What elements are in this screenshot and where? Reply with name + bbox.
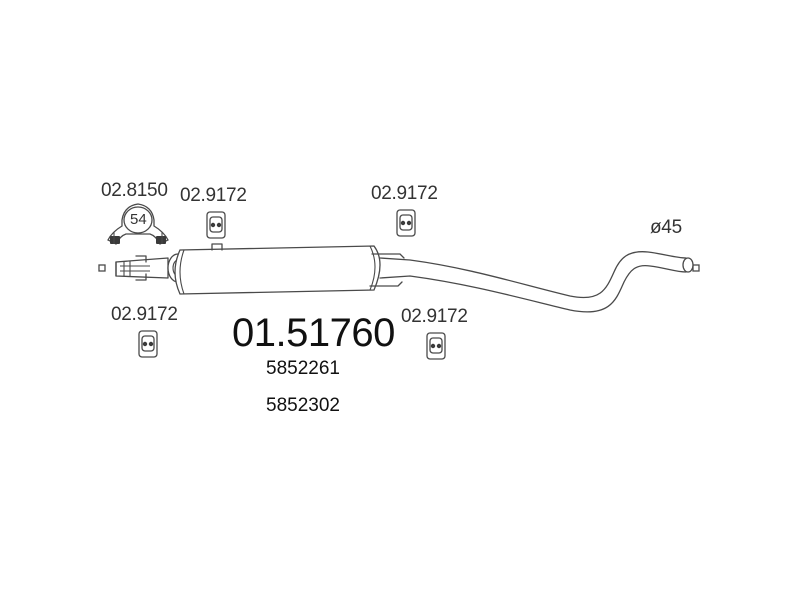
tail-pipe [379, 251, 694, 313]
hanger-icon-bottom-right [426, 332, 446, 360]
inlet-end-marker [98, 264, 106, 272]
muffler-body [174, 243, 405, 295]
diameter-label: ø45 [650, 217, 682, 238]
oem-number-2: 5852302 [266, 395, 340, 416]
hanger-part-number-bottom-left: 02.9172 [111, 304, 178, 325]
hanger-part-number-bottom-right: 02.9172 [401, 306, 468, 327]
hanger-icon-bottom-left [138, 330, 158, 358]
clamp-part-number: 02.8150 [101, 180, 168, 201]
outlet-end-marker [692, 264, 700, 272]
hanger-part-number-top-right: 02.9172 [371, 183, 438, 204]
clamp-size-label: 54 [130, 211, 147, 228]
oem-number-1: 5852261 [266, 358, 340, 379]
hanger-part-number-top-left: 02.9172 [180, 185, 247, 206]
clamp-icon [107, 203, 169, 245]
main-part-number: 01.51760 [232, 311, 395, 355]
hanger-icon-top-right [396, 209, 416, 237]
hanger-icon-top-left [206, 211, 226, 239]
